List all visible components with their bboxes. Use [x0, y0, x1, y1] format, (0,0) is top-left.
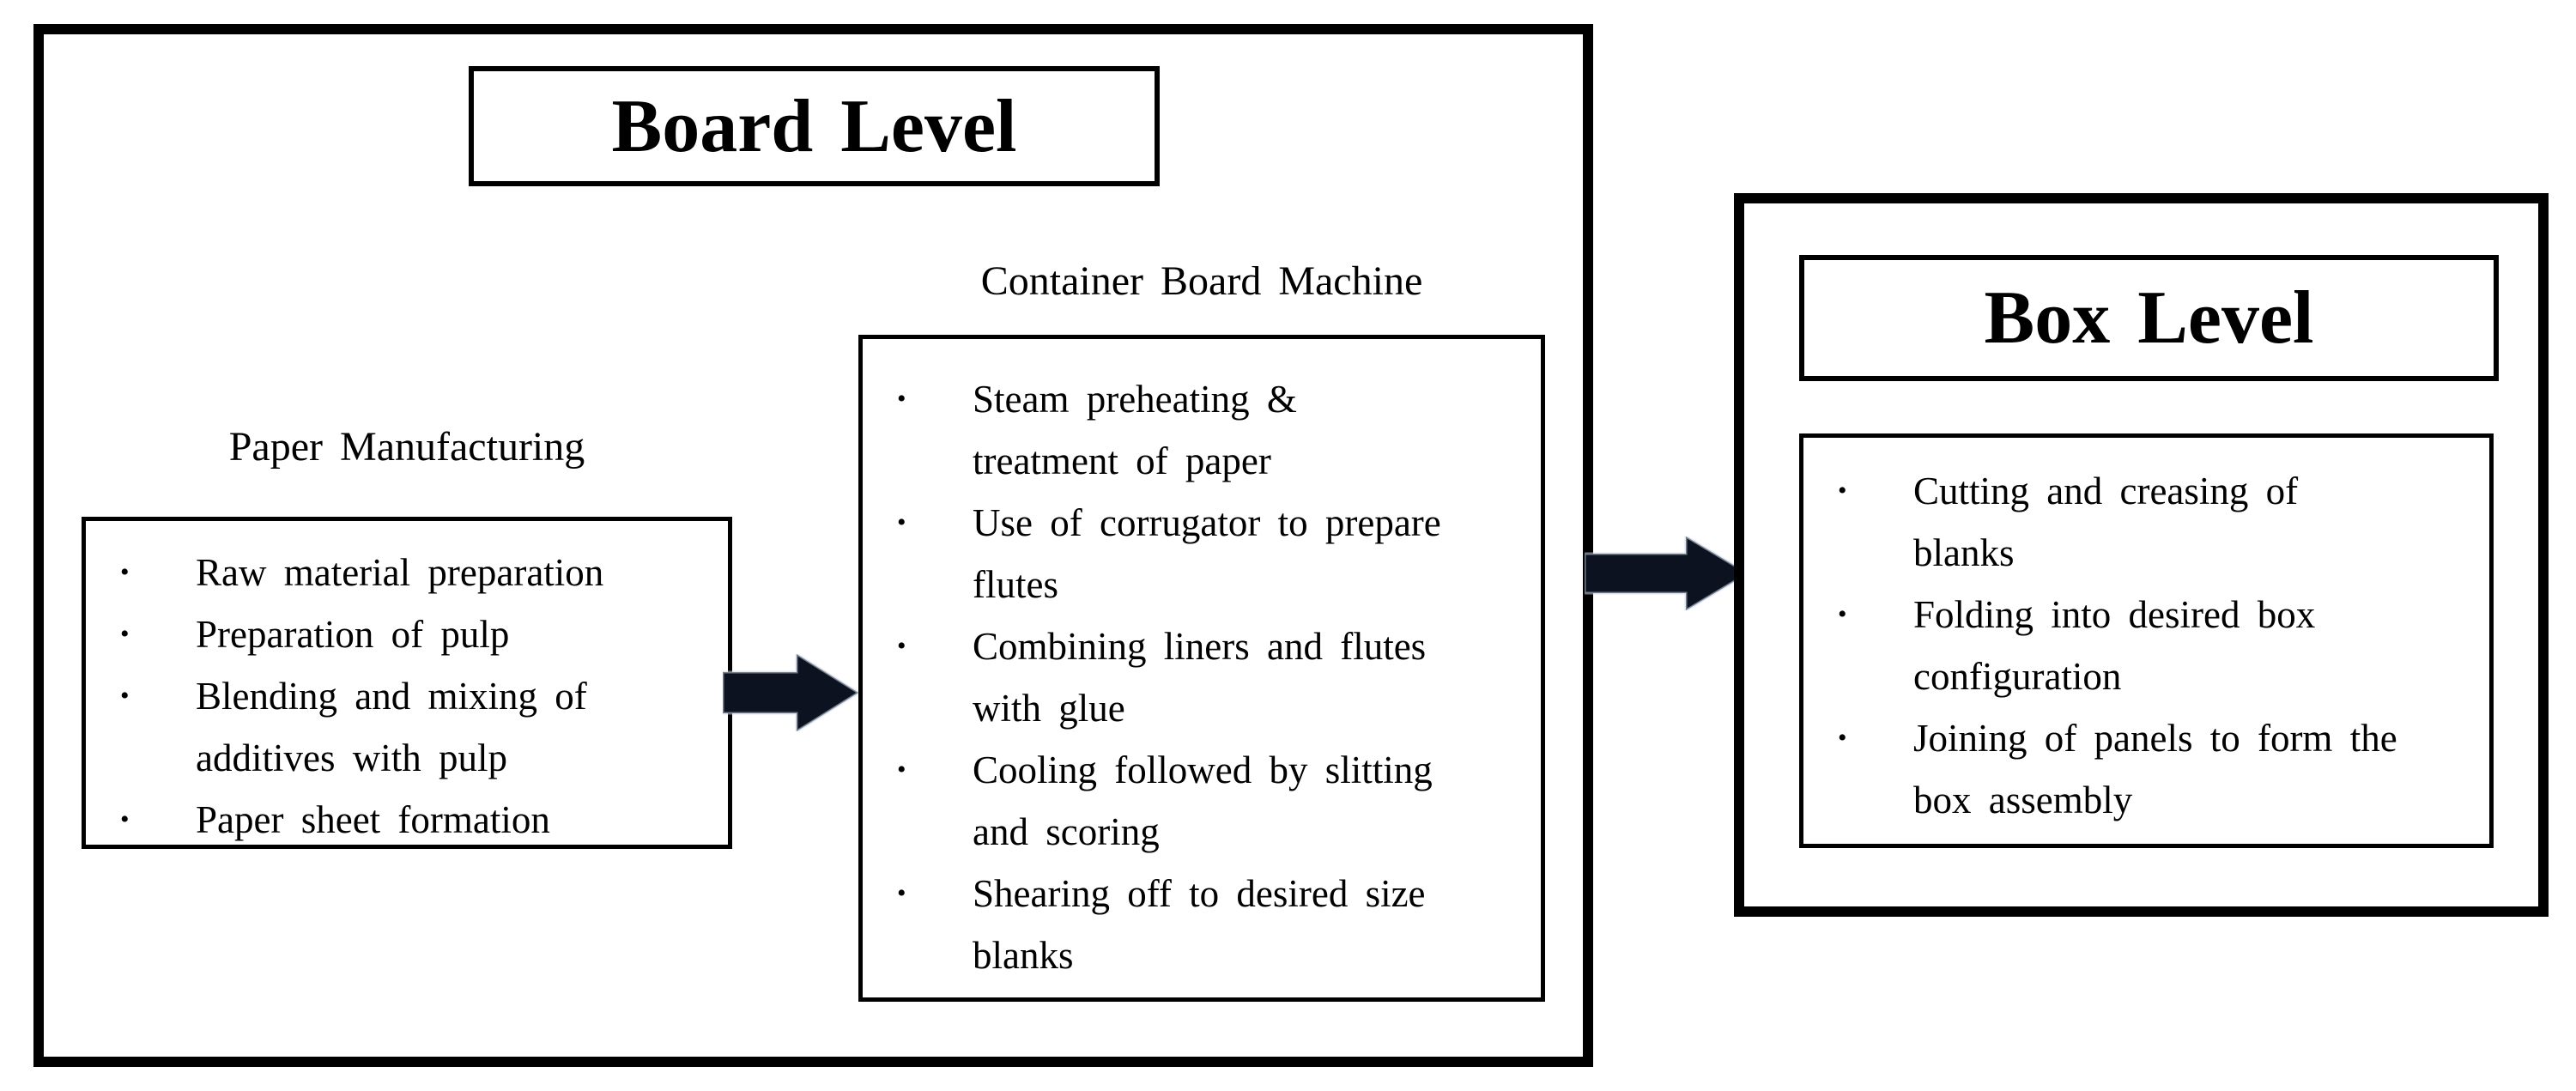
- list-item: • Preparation of pulp: [86, 603, 728, 665]
- list-item: • Combining liners and flutes with glue: [863, 615, 1541, 739]
- list-item-text: Preparation of pulp: [196, 613, 510, 656]
- paper-manufacturing-list: • Raw material preparation • Preparation of…: [86, 521, 728, 851]
- list-item-text: Raw material preparation: [196, 551, 604, 594]
- bullet-icon: •: [1838, 600, 1847, 628]
- list-item: • Blending and mixing of additives with p…: [86, 665, 728, 789]
- list-item-text: Cutting and creasing of blanks: [1913, 470, 2299, 574]
- bullet-icon: •: [897, 632, 906, 660]
- list-item-text: Paper sheet formation: [196, 798, 550, 841]
- list-item: • Folding into desired box configuration: [1803, 584, 2489, 707]
- box-level-title: Box Level: [1984, 276, 2314, 360]
- list-item-text: Folding into desired box configuration: [1913, 593, 2316, 698]
- bullet-icon: •: [1838, 476, 1847, 505]
- list-item: • Paper sheet formation: [86, 789, 728, 851]
- bullet-icon: •: [120, 620, 130, 648]
- list-item: • Cutting and creasing of blanks: [1803, 460, 2489, 584]
- list-item: • Use of corrugator to prepare flutes: [863, 492, 1541, 615]
- container-board-machine-heading: Container Board Machine: [980, 258, 1423, 304]
- list-item: • Cooling followed by slitting and scorin…: [863, 739, 1541, 863]
- arrow-paper-to-container-icon: [723, 654, 858, 731]
- bullet-icon: •: [120, 682, 130, 710]
- list-item: • Joining of panels to form the box assem…: [1803, 707, 2489, 831]
- bullet-icon: •: [120, 805, 130, 833]
- list-item: • Raw material preparation: [86, 542, 728, 603]
- arrow-board-to-box-icon: [1585, 536, 1748, 610]
- list-item-text: Blending and mixing of additives with pu…: [196, 675, 587, 779]
- bullet-icon: •: [897, 879, 906, 907]
- bullet-icon: •: [897, 755, 906, 784]
- bullet-icon: •: [120, 558, 130, 586]
- container-board-machine-list: • Steam preheating & treatment of paper • U…: [863, 339, 1541, 986]
- bullet-icon: •: [1838, 724, 1847, 752]
- list-item-text: Combining liners and flutes with glue: [973, 625, 1427, 730]
- box-level-box: • Cutting and creasing of blanks • Folding …: [1799, 433, 2494, 848]
- paper-manufacturing-heading: Paper Manufacturing: [228, 424, 585, 470]
- list-item: • Steam preheating & treatment of paper: [863, 368, 1541, 492]
- board-level-title: Board Level: [611, 84, 1017, 168]
- list-item: • Shearing off to desired size blanks: [863, 863, 1541, 986]
- list-item-text: Cooling followed by slitting and scoring: [973, 749, 1433, 853]
- box-level-list: • Cutting and creasing of blanks • Folding …: [1803, 438, 2489, 831]
- bullet-icon: •: [897, 508, 906, 536]
- bullet-icon: •: [897, 385, 906, 413]
- paper-manufacturing-box: • Raw material preparation • Preparation of…: [82, 517, 732, 849]
- list-item-text: Shearing off to desired size blanks: [973, 872, 1426, 977]
- container-board-machine-box: • Steam preheating & treatment of paper • U…: [858, 335, 1545, 1002]
- list-item-text: Joining of panels to form the box assemb…: [1913, 717, 2397, 821]
- board-level-title-box: Board Level: [469, 66, 1160, 186]
- box-level-title-box: Box Level: [1799, 255, 2499, 381]
- list-item-text: Steam preheating & treatment of paper: [973, 378, 1297, 482]
- list-item-text: Use of corrugator to prepare flutes: [973, 501, 1441, 606]
